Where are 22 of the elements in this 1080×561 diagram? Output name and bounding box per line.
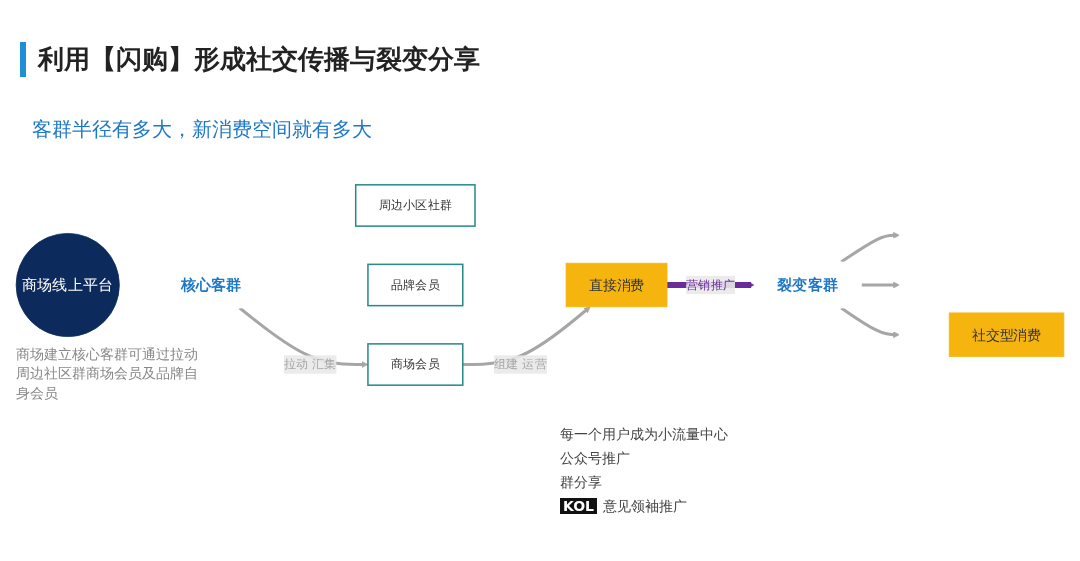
edge-label: 组建 运营 — [494, 356, 547, 372]
node-box: 商场会员 — [367, 343, 464, 386]
edge-label: 拉动 汇集 — [283, 356, 337, 372]
edge-label: 营销推广 — [686, 277, 736, 292]
node-box: 周边小区社群 — [354, 184, 476, 227]
arrow — [861, 281, 900, 289]
channel-label: 意见领袖推广 — [603, 498, 688, 516]
node-circle: 商场线上平台 — [15, 233, 120, 337]
node-text: 裂变客群 — [777, 275, 839, 295]
node-box: 直接消费 — [565, 262, 668, 308]
node-box: 社交型消费 — [948, 312, 1065, 357]
kol-mark: KOL — [560, 498, 598, 514]
node-box: 品牌会员 — [367, 263, 464, 307]
node-text: 核心客群 — [180, 275, 242, 295]
note-text: 商场建立核心客群可通过拉动周边社区群商场会员及品牌自身会员 — [16, 344, 200, 403]
channel-label: 群分享 — [560, 474, 603, 492]
note-text: 每一个用户成为小流量中心 — [560, 426, 729, 444]
slide-title: 利用【闪购】形成社交传播与裂变分享 — [20, 42, 480, 77]
channel-label: 公众号推广 — [560, 450, 631, 468]
arrow — [840, 306, 900, 339]
arrow — [840, 231, 900, 264]
subtitle: 客群半径有多大，新消费空间就有多大 — [32, 116, 372, 143]
